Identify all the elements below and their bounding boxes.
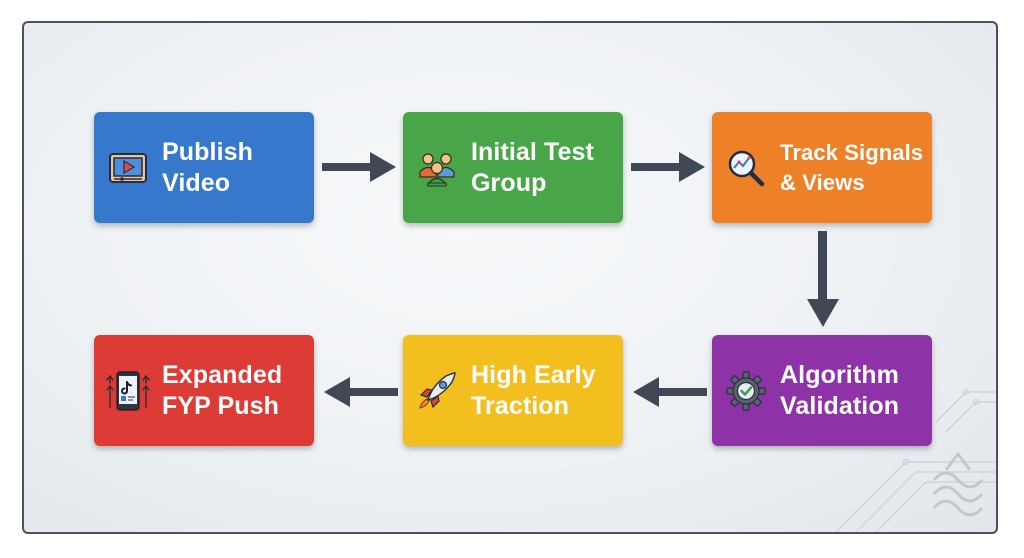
step-high-early-traction: High Early Traction: [403, 335, 623, 446]
step-label: Algorithm Validation: [780, 360, 900, 420]
step-label: Expanded FYP Push: [162, 360, 283, 420]
arrow-right-1: [322, 152, 396, 182]
corner-logo-icon: [835, 388, 996, 532]
phone-boost-icon: [106, 369, 150, 413]
arrow-left-1: [633, 377, 707, 407]
step-label: Publish Video: [162, 137, 253, 197]
rocket-icon: [415, 369, 459, 413]
arrow-down: [807, 231, 839, 327]
step-label: High Early Traction: [471, 360, 596, 420]
arrow-right-2: [631, 152, 705, 182]
flowchart-canvas: Publish Video Initial Test Group: [22, 21, 998, 534]
arrow-left-2: [324, 377, 398, 407]
step-initial-test-group: Initial Test Group: [403, 112, 623, 223]
gear-check-icon: [724, 369, 768, 413]
step-algorithm-validation: Algorithm Validation: [712, 335, 932, 446]
magnifier-chart-icon: [724, 146, 768, 190]
people-group-icon: [415, 146, 459, 190]
video-player-icon: [106, 146, 150, 190]
step-publish-video: Publish Video: [94, 112, 314, 223]
step-track-signals: Track Signals & Views: [712, 112, 932, 223]
step-expanded-fyp-push: Expanded FYP Push: [94, 335, 314, 446]
step-label: Initial Test Group: [471, 137, 594, 197]
step-label: Track Signals & Views: [780, 139, 924, 195]
